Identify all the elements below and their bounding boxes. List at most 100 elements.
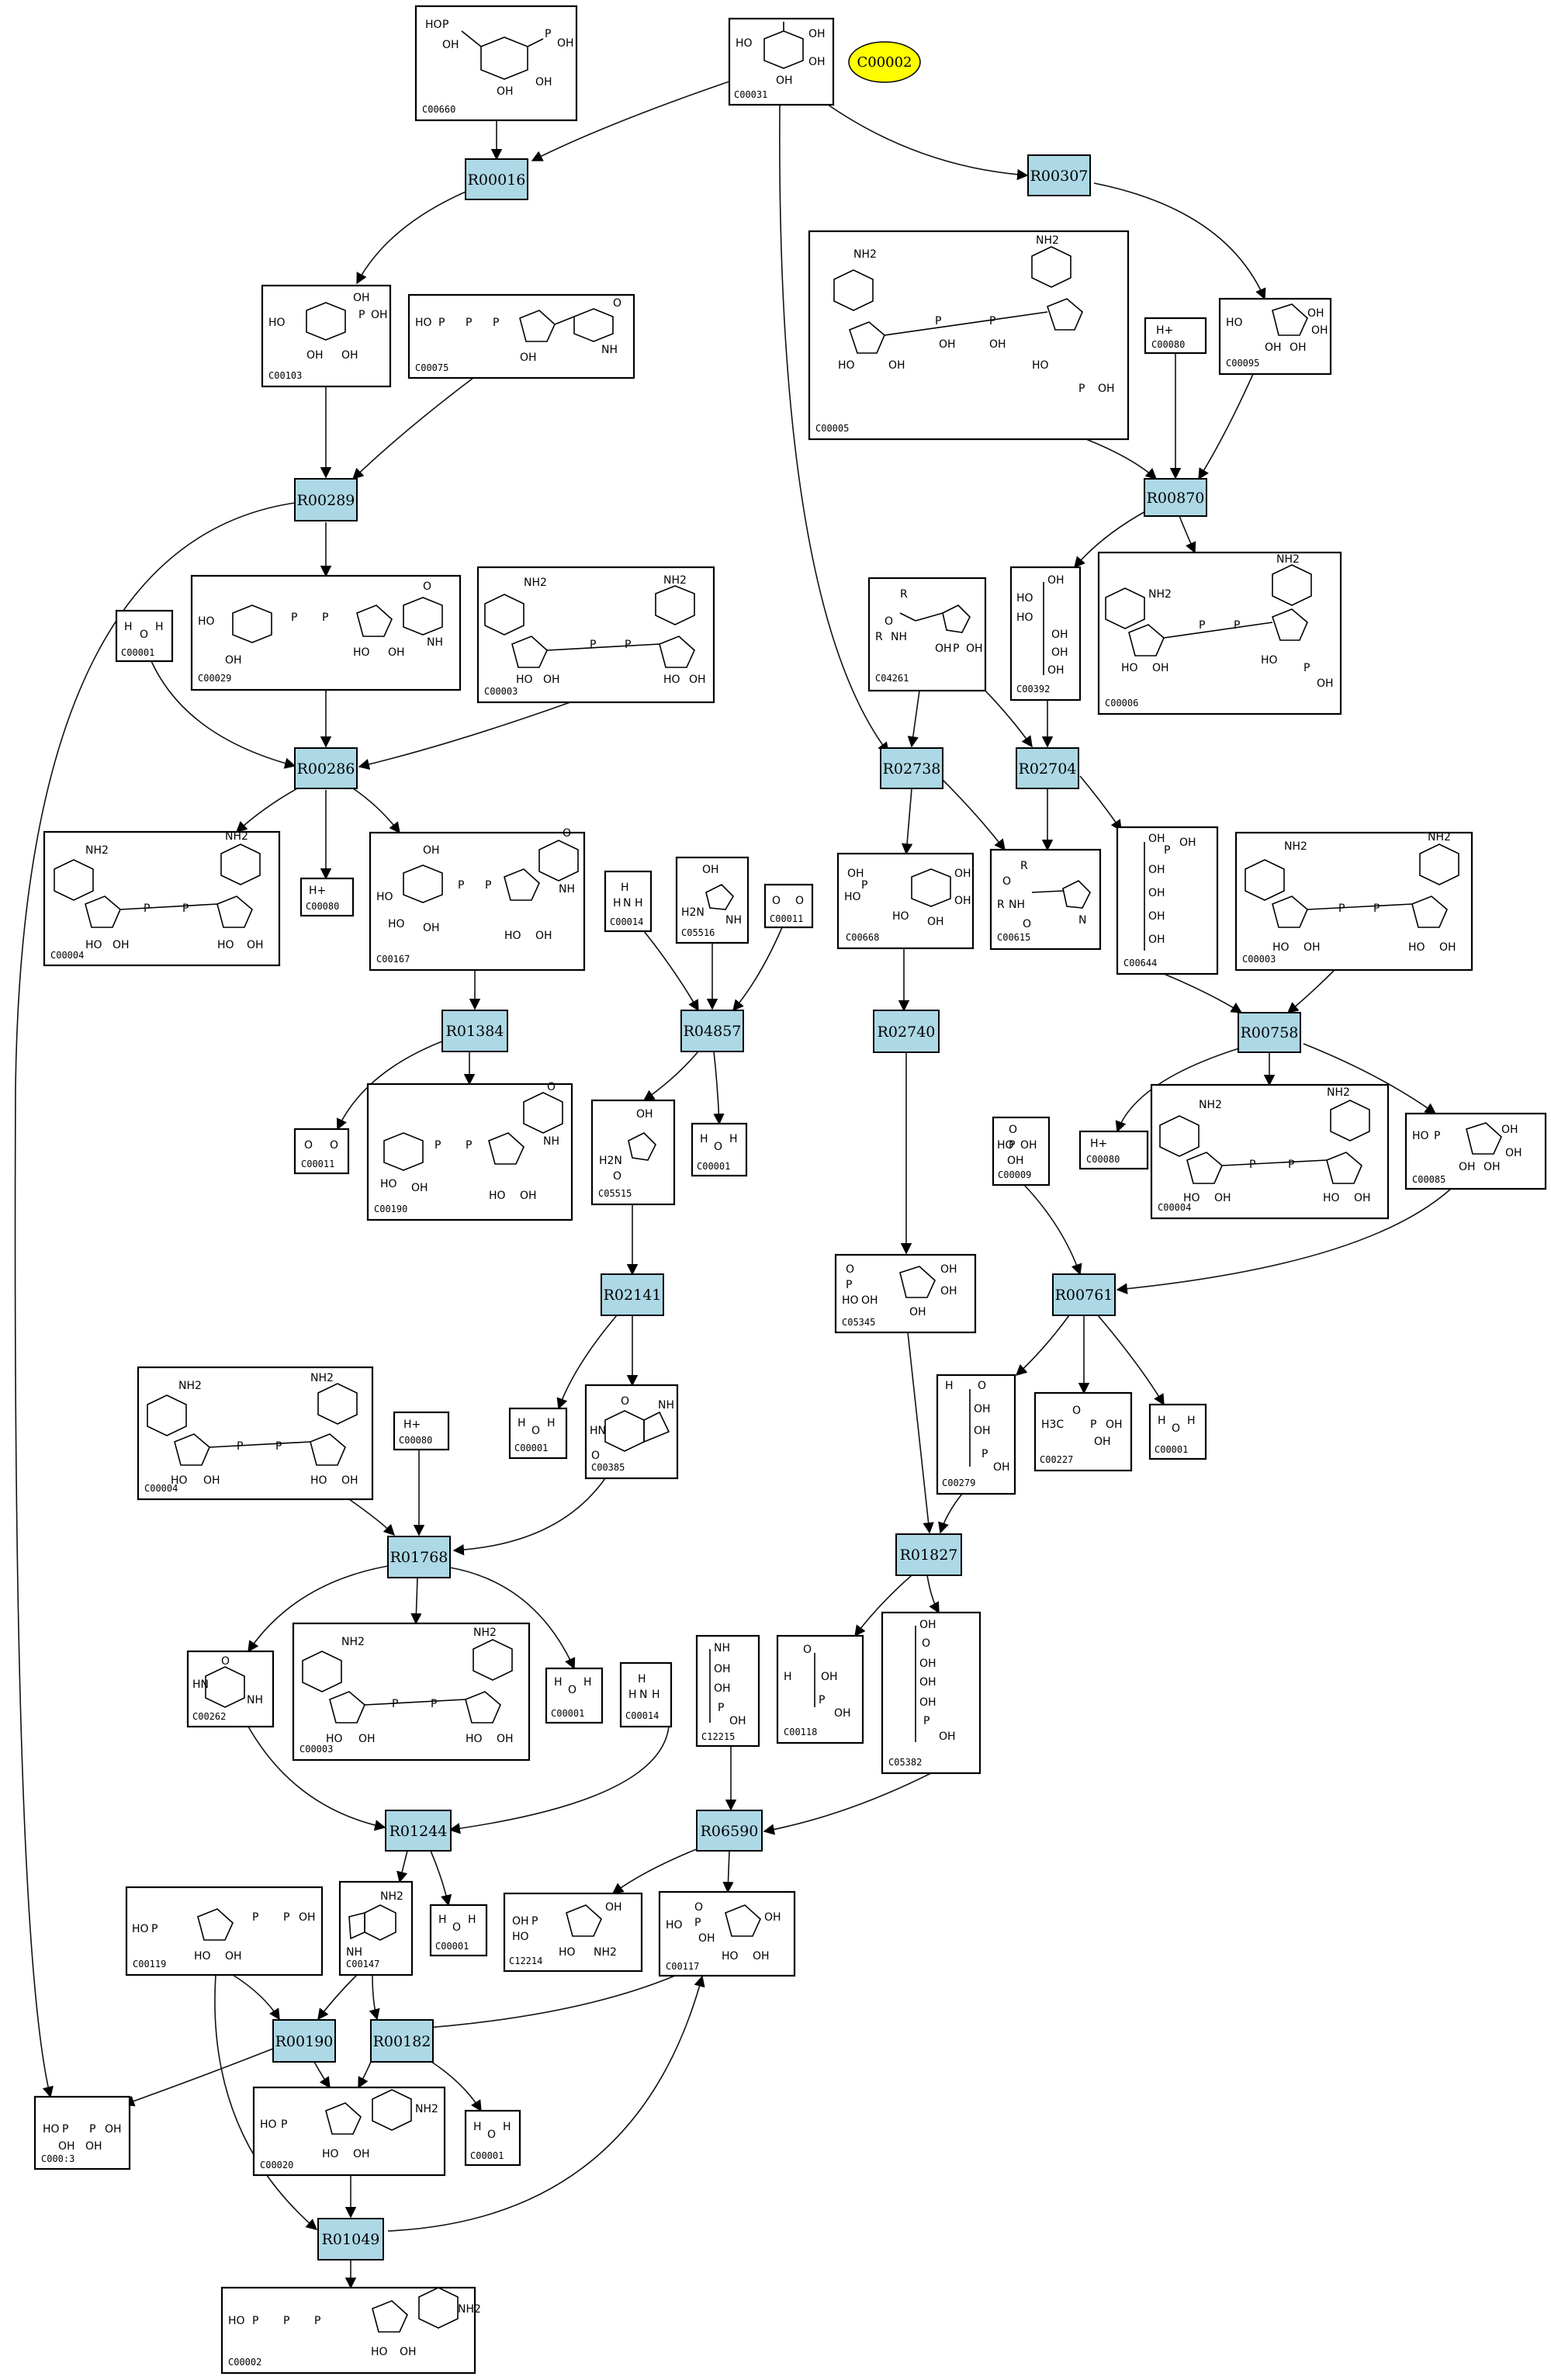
compound-c00080-b[interactable]: H+ C00080 bbox=[299, 877, 355, 917]
compound-c00080-d[interactable]: H+ C00080 bbox=[393, 1411, 450, 1451]
svg-text:OH: OH bbox=[974, 1425, 991, 1437]
reaction-r00190[interactable]: R00190 bbox=[272, 2019, 336, 2063]
compound-c12214[interactable]: OH P HO OH HO NH2 C12214 bbox=[503, 1892, 643, 1973]
compound-c00190[interactable]: P P O NH HO OH HO OH C00190 bbox=[366, 1081, 573, 1221]
edge-r06590-c00117 bbox=[722, 1850, 734, 1893]
reaction-r02704[interactable]: R02704 bbox=[1016, 747, 1079, 789]
compound-c00119[interactable]: HO P P P OH HO OH C00119 bbox=[125, 1886, 324, 1976]
compound-c00001-e[interactable]: H O H C00001 bbox=[545, 1667, 604, 1724]
compound-c00031[interactable]: HO OH OH OH C00031 bbox=[728, 17, 835, 106]
compound-c00147[interactable]: NH2 NH C00147 bbox=[338, 1880, 414, 1976]
compound-c00002[interactable]: HO P P P NH2 HO OH C00002 bbox=[220, 2286, 481, 2375]
target-compound-marker[interactable]: C00002 bbox=[848, 41, 921, 83]
compound-c00615[interactable]: R O R NH O N C00615 bbox=[989, 848, 1102, 951]
svg-text:OH: OH bbox=[411, 1182, 428, 1194]
edge-r00016-c00103 bbox=[356, 189, 470, 285]
compound-c00001-f[interactable]: H O H C00001 bbox=[429, 1904, 488, 1957]
compound-c00085[interactable]: HO P OH OH OH OH C00085 bbox=[1404, 1112, 1547, 1190]
svg-text:OH: OH bbox=[808, 56, 826, 68]
compound-c00011-b[interactable]: O O C00011 bbox=[293, 1128, 350, 1175]
compound-c00660[interactable]: HO P OH P OH OH OH C00660 bbox=[414, 5, 578, 122]
reaction-r00761[interactable]: R00761 bbox=[1052, 1273, 1116, 1316]
reaction-r00286[interactable]: R00286 bbox=[294, 747, 358, 789]
compound-c00644[interactable]: OH P OH OH OH OH OH C00644 bbox=[1116, 826, 1219, 975]
compound-c00001-d[interactable]: H O H C00001 bbox=[1148, 1403, 1207, 1460]
compound-c00003-b[interactable]: NH2 NH2 P P HO OH HO OH C00003 bbox=[1234, 831, 1473, 972]
compound-c00006[interactable]: NH2 NH2 P P HO OH HO P OH C00006 bbox=[1097, 551, 1342, 715]
compound-c00392[interactable]: OH HO HO OH OH OH C00392 bbox=[1009, 566, 1082, 702]
reaction-r01049[interactable]: R01049 bbox=[317, 2218, 384, 2260]
reaction-r02738[interactable]: R02738 bbox=[880, 747, 943, 789]
reaction-r01827[interactable]: R01827 bbox=[895, 1533, 962, 1576]
reaction-r00182[interactable]: R00182 bbox=[370, 2019, 434, 2063]
compound-c00004-b[interactable]: NH2 NH2 P P HO OH HO OH C00004 bbox=[1150, 1083, 1390, 1220]
svg-text:OH: OH bbox=[714, 1682, 731, 1695]
compound-c12215[interactable]: NH OH OH P OH C12215 bbox=[695, 1634, 760, 1748]
compound-c00080-c[interactable]: H+ C00080 bbox=[1078, 1130, 1149, 1170]
compound-c00003-b-id: C00003 bbox=[1242, 954, 1276, 965]
reaction-r00870[interactable]: R00870 bbox=[1144, 478, 1207, 517]
compound-c00005[interactable]: NH2 NH2 P P OH OH HO OH HO P OH C00005 bbox=[808, 230, 1130, 441]
reaction-r06590[interactable]: R06590 bbox=[696, 1810, 763, 1852]
svg-text:HO: HO bbox=[663, 674, 680, 686]
edge-c00147-r00190 bbox=[317, 1974, 358, 2021]
svg-text:R: R bbox=[875, 631, 883, 643]
compound-c00013[interactable]: HO P P OH OH OH C000:3 bbox=[33, 2095, 131, 2170]
svg-text:H: H bbox=[503, 2121, 511, 2133]
compound-c00279[interactable]: H O OH OH P OH C00279 bbox=[936, 1374, 1016, 1495]
compound-c00001-b[interactable]: H O H C00001 bbox=[691, 1122, 748, 1177]
svg-text:OH: OH bbox=[939, 1730, 956, 1743]
reaction-r00289[interactable]: R00289 bbox=[294, 478, 358, 521]
svg-text:C00001: C00001 bbox=[514, 1443, 548, 1453]
compound-c00004-a[interactable]: NH2 NH2 P P HO OH HO OH C00004 bbox=[43, 830, 281, 967]
compound-c05382[interactable]: OH O OH OH OH P OH C05382 bbox=[881, 1611, 981, 1775]
svg-text:C00009: C00009 bbox=[998, 1169, 1031, 1180]
compound-c00001-c[interactable]: H O H C00001 bbox=[508, 1407, 568, 1460]
compound-c05515[interactable]: OH H2N O C05515 bbox=[590, 1099, 676, 1206]
compound-c00103[interactable]: HO OH P OH OH OH C00103 bbox=[261, 284, 392, 388]
compound-c00668[interactable]: OH P HO OH OH HO OH C00668 bbox=[836, 852, 975, 950]
reaction-r01244[interactable]: R01244 bbox=[385, 1810, 452, 1852]
svg-text:HN: HN bbox=[590, 1425, 606, 1437]
reaction-r01384[interactable]: R01384 bbox=[441, 1010, 508, 1052]
svg-text:HO: HO bbox=[194, 1950, 211, 1963]
compound-c00227[interactable]: H3C O P OH OH C00227 bbox=[1033, 1391, 1133, 1472]
svg-text:C00011: C00011 bbox=[301, 1159, 334, 1169]
compound-c00385[interactable]: O HN NH O C00385 bbox=[584, 1384, 679, 1480]
compound-c00001-g[interactable]: H O H C00001 bbox=[464, 2109, 521, 2167]
compound-c00118[interactable]: O H OH P OH C00118 bbox=[776, 1634, 864, 1744]
compound-c00014-a[interactable]: H H N H C00014 bbox=[604, 870, 653, 933]
reaction-r00016[interactable]: R00016 bbox=[465, 158, 528, 200]
reaction-r04857[interactable]: R04857 bbox=[680, 1010, 744, 1052]
compound-c00075[interactable]: HO P P P OH O NH C00075 bbox=[407, 293, 635, 379]
edge-r00758-c00085 bbox=[1303, 1043, 1437, 1114]
compound-c05345[interactable]: O P HO OH OH OH OH C05345 bbox=[834, 1253, 977, 1334]
compound-c00029[interactable]: HO P P O NH OH HO OH C00029 bbox=[190, 574, 462, 691]
compound-c00020[interactable]: HO P NH2 HO OH C00020 bbox=[252, 2086, 446, 2177]
compound-c00011-a[interactable]: O O C00011 bbox=[763, 883, 814, 929]
svg-text:OH: OH bbox=[821, 1671, 838, 1683]
svg-text:P: P bbox=[1338, 902, 1345, 915]
reaction-r02740[interactable]: R02740 bbox=[873, 1010, 940, 1053]
svg-text:OH: OH bbox=[1214, 1192, 1231, 1204]
compound-c00262[interactable]: O HN NH C00262 bbox=[186, 1650, 275, 1728]
reaction-r00307[interactable]: R00307 bbox=[1027, 154, 1091, 196]
compound-c00080-a[interactable]: H+ C00080 bbox=[1144, 317, 1207, 355]
reaction-r02141[interactable]: R02141 bbox=[601, 1273, 664, 1316]
compound-c00001-a[interactable]: H O H C00001 bbox=[115, 609, 174, 663]
svg-text:P: P bbox=[438, 317, 445, 329]
compound-c05516[interactable]: OH H2N NH C05516 bbox=[675, 856, 750, 944]
compound-c00117[interactable]: O P HO OH OH HO OH C00117 bbox=[658, 1890, 796, 1977]
compound-c00003-c[interactable]: NH2 NH2 P P HO OH HO OH C00003 bbox=[292, 1622, 531, 1762]
compound-c00167[interactable]: OH HO P P O NH HO OH HO OH C00167 bbox=[369, 827, 586, 972]
reaction-r00758[interactable]: R00758 bbox=[1238, 1012, 1301, 1053]
svg-text:HO: HO bbox=[217, 939, 234, 951]
reaction-r01768[interactable]: R01768 bbox=[387, 1536, 451, 1578]
compound-c00003-a[interactable]: NH2 NH2 P P HO OH HO OH C00003 bbox=[476, 566, 715, 704]
compound-c04261[interactable]: R O R NH OH P OH C04261 bbox=[867, 577, 987, 692]
compound-c00004-c[interactable]: NH2 NH2 P P HO OH HO OH C00004 bbox=[137, 1366, 374, 1501]
compound-c00014-b[interactable]: H H N H C00014 bbox=[619, 1661, 673, 1728]
compound-c00009[interactable]: O P HO OH OH C00009 bbox=[992, 1116, 1051, 1187]
compound-c00095[interactable]: HO OH OH OH OH C00095 bbox=[1218, 297, 1332, 376]
svg-text:OH: OH bbox=[512, 1915, 529, 1928]
